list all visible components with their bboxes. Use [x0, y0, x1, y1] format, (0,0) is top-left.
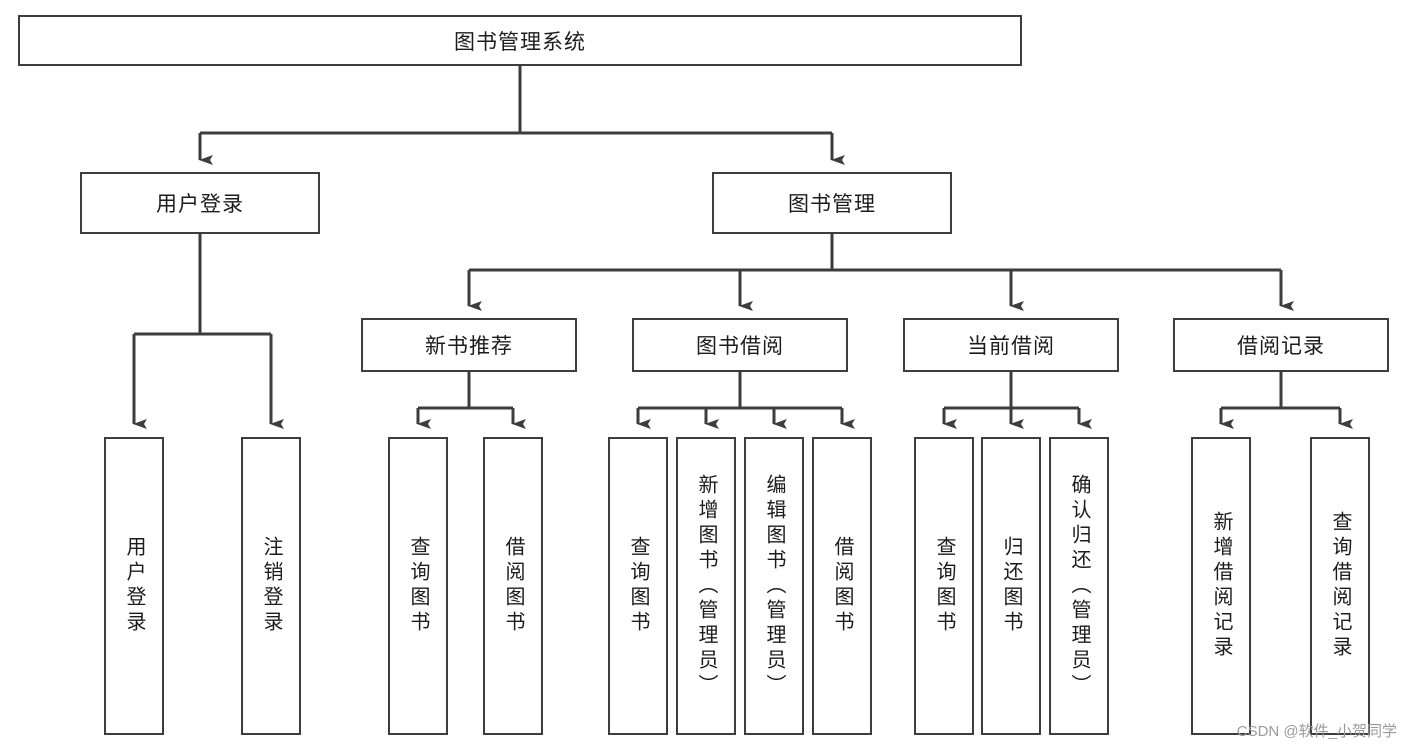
node-user-login-label: 用户登录	[156, 193, 244, 216]
node-leaf-query-book-3[interactable]: 查询图书	[914, 437, 974, 735]
node-leaf-confirm-return-label: 确认归还（管理员）	[1068, 473, 1090, 699]
node-leaf-query-book-1-label: 查询图书	[407, 536, 429, 636]
node-leaf-logout[interactable]: 注销登录	[241, 437, 301, 735]
node-leaf-borrow-book-2-label: 借阅图书	[831, 536, 853, 636]
node-book-borrow[interactable]: 图书借阅	[632, 318, 848, 372]
node-leaf-return-book-label: 归还图书	[1000, 536, 1022, 636]
node-leaf-add-book-label: 新增图书（管理员）	[695, 473, 717, 699]
node-leaf-return-book[interactable]: 归还图书	[981, 437, 1041, 735]
node-leaf-confirm-return[interactable]: 确认归还（管理员）	[1049, 437, 1109, 735]
node-new-book-rec-label: 新书推荐	[425, 335, 513, 358]
node-leaf-query-book-2-label: 查询图书	[627, 536, 649, 636]
node-user-login[interactable]: 用户登录	[80, 172, 320, 234]
node-leaf-edit-book-label: 编辑图书（管理员）	[763, 473, 785, 699]
node-leaf-query-book-3-label: 查询图书	[933, 536, 955, 636]
node-leaf-borrow-book-1[interactable]: 借阅图书	[483, 437, 543, 735]
node-current-borrow-label: 当前借阅	[967, 335, 1055, 358]
node-borrow-record-label: 借阅记录	[1237, 335, 1325, 358]
node-new-book-rec[interactable]: 新书推荐	[361, 318, 577, 372]
node-leaf-user-login[interactable]: 用户登录	[104, 437, 164, 735]
node-leaf-query-book-2[interactable]: 查询图书	[608, 437, 668, 735]
node-leaf-add-book[interactable]: 新增图书（管理员）	[676, 437, 736, 735]
node-book-borrow-label: 图书借阅	[696, 335, 784, 358]
node-leaf-add-record-label: 新增借阅记录	[1210, 511, 1232, 661]
node-leaf-edit-book[interactable]: 编辑图书（管理员）	[744, 437, 804, 735]
node-leaf-borrow-book-2[interactable]: 借阅图书	[812, 437, 872, 735]
node-book-manage[interactable]: 图书管理	[712, 172, 952, 234]
node-root[interactable]: 图书管理系统	[18, 15, 1022, 66]
node-leaf-logout-label: 注销登录	[260, 536, 282, 636]
node-leaf-query-record[interactable]: 查询借阅记录	[1310, 437, 1370, 735]
node-borrow-record[interactable]: 借阅记录	[1173, 318, 1389, 372]
node-leaf-add-record[interactable]: 新增借阅记录	[1191, 437, 1251, 735]
node-book-manage-label: 图书管理	[788, 193, 876, 216]
node-root-label: 图书管理系统	[454, 30, 586, 54]
node-leaf-user-login-label: 用户登录	[123, 536, 145, 636]
node-leaf-query-record-label: 查询借阅记录	[1329, 511, 1351, 661]
node-current-borrow[interactable]: 当前借阅	[903, 318, 1119, 372]
node-leaf-query-book-1[interactable]: 查询图书	[388, 437, 448, 735]
watermark: CSDN @软件_小贺同学	[1236, 723, 1397, 740]
node-leaf-borrow-book-1-label: 借阅图书	[502, 536, 524, 636]
